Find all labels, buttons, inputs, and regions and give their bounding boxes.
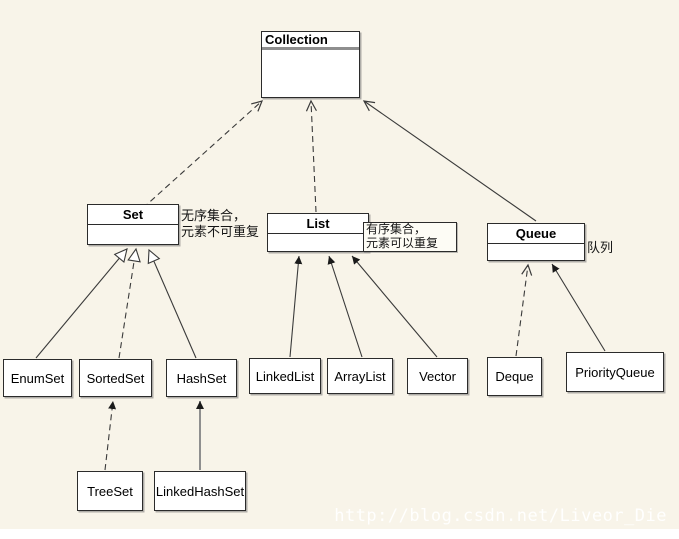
class-title-treeset: TreeSet xyxy=(87,483,133,499)
class-title-set: Set xyxy=(88,205,178,225)
edge-treeset-sortedset xyxy=(104,400,117,471)
list-annotation: 有序集合， 元素可以重复 xyxy=(363,222,457,252)
class-title-list: List xyxy=(268,214,368,234)
class-box-treeset: TreeSet xyxy=(77,471,143,511)
class-title-arraylist: ArrayList xyxy=(334,368,386,384)
class-title-enumset: EnumSet xyxy=(10,370,65,386)
edge-linkedlist-list xyxy=(289,255,303,358)
class-box-deque: Deque xyxy=(487,357,542,396)
edge-list-collection xyxy=(305,99,317,213)
class-title-queue: Queue xyxy=(488,224,584,244)
queue-annotation-text: 队列 xyxy=(587,240,614,255)
class-title-linkedhashset: LinkedHashSet xyxy=(155,483,245,499)
class-title-collection: Collection xyxy=(262,32,359,50)
edge-vector-list xyxy=(351,255,438,358)
class-box-linkedhashset: LinkedHashSet xyxy=(154,471,246,511)
class-box-set: Set xyxy=(87,204,179,245)
edge-deque-queue xyxy=(515,263,533,357)
class-box-sortedset: SortedSet xyxy=(79,359,152,397)
edge-hashset-set xyxy=(147,248,197,359)
watermark-url: http://blog.csdn.net/Liveor_Die xyxy=(334,506,667,526)
class-box-list: List xyxy=(267,213,369,252)
class-box-queue: Queue xyxy=(487,223,585,261)
class-box-enumset: EnumSet xyxy=(3,359,72,397)
class-title-hashset: HashSet xyxy=(176,370,227,386)
bottom-white-strip xyxy=(0,529,679,539)
class-box-collection: Collection xyxy=(261,31,360,98)
edge-set-collection xyxy=(142,100,263,209)
class-box-priorityqueue: PriorityQueue xyxy=(566,352,664,392)
set-annotation: 无序集合， 元素不可重复 xyxy=(181,208,259,239)
class-title-deque: Deque xyxy=(495,369,534,384)
class-title-vector: Vector xyxy=(419,368,456,384)
queue-annotation: 队列 xyxy=(587,240,613,256)
edge-queue-collection xyxy=(362,100,537,222)
class-title-sortedset: SortedSet xyxy=(86,370,145,386)
class-title-linkedlist: LinkedList xyxy=(255,368,315,384)
class-box-hashset: HashSet xyxy=(166,359,237,397)
edge-priorityqueue-queue xyxy=(551,263,606,352)
set-annotation-line1: 无序集合， xyxy=(181,208,247,223)
edge-enumset-set xyxy=(35,248,128,359)
class-title-priorityqueue: PriorityQueue xyxy=(575,364,655,380)
class-box-linkedlist: LinkedList xyxy=(249,358,321,394)
edge-sortedset-set xyxy=(118,247,141,359)
list-annotation-line2: 元素可以重复 xyxy=(366,235,439,250)
class-box-arraylist: ArrayList xyxy=(327,358,393,394)
set-annotation-line2: 元素不可重复 xyxy=(181,223,260,239)
edge-arraylist-list xyxy=(327,255,363,358)
list-annotation-line1: 有序集合， xyxy=(366,222,427,236)
class-box-vector: Vector xyxy=(407,358,468,394)
